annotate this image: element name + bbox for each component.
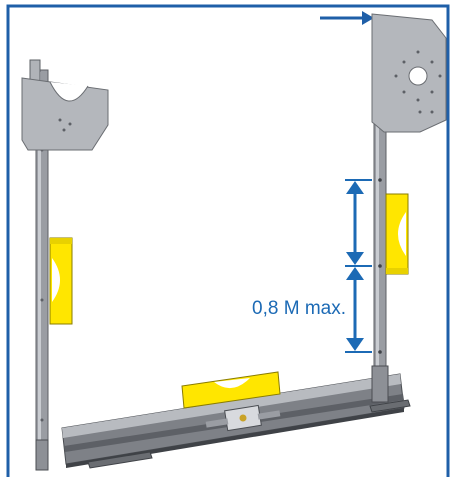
double-arrow-vertical-icon bbox=[345, 179, 372, 353]
arrow-right-icon bbox=[320, 11, 374, 25]
frame-border bbox=[6, 4, 450, 477]
left-spirit-level bbox=[49, 237, 73, 325]
right-top-plate bbox=[371, 13, 447, 133]
left-top-plate bbox=[21, 77, 109, 151]
left-upright-base bbox=[35, 439, 49, 471]
rail-clamp bbox=[205, 404, 281, 432]
rail-foot-right bbox=[369, 399, 411, 413]
left-upright bbox=[29, 59, 49, 471]
dimension-label: 0,8 M max. bbox=[252, 298, 346, 319]
rail-foot-left bbox=[87, 451, 153, 469]
bottom-spirit-level bbox=[181, 371, 281, 409]
right-upright-base bbox=[371, 365, 389, 403]
right-spirit-level bbox=[385, 193, 409, 275]
